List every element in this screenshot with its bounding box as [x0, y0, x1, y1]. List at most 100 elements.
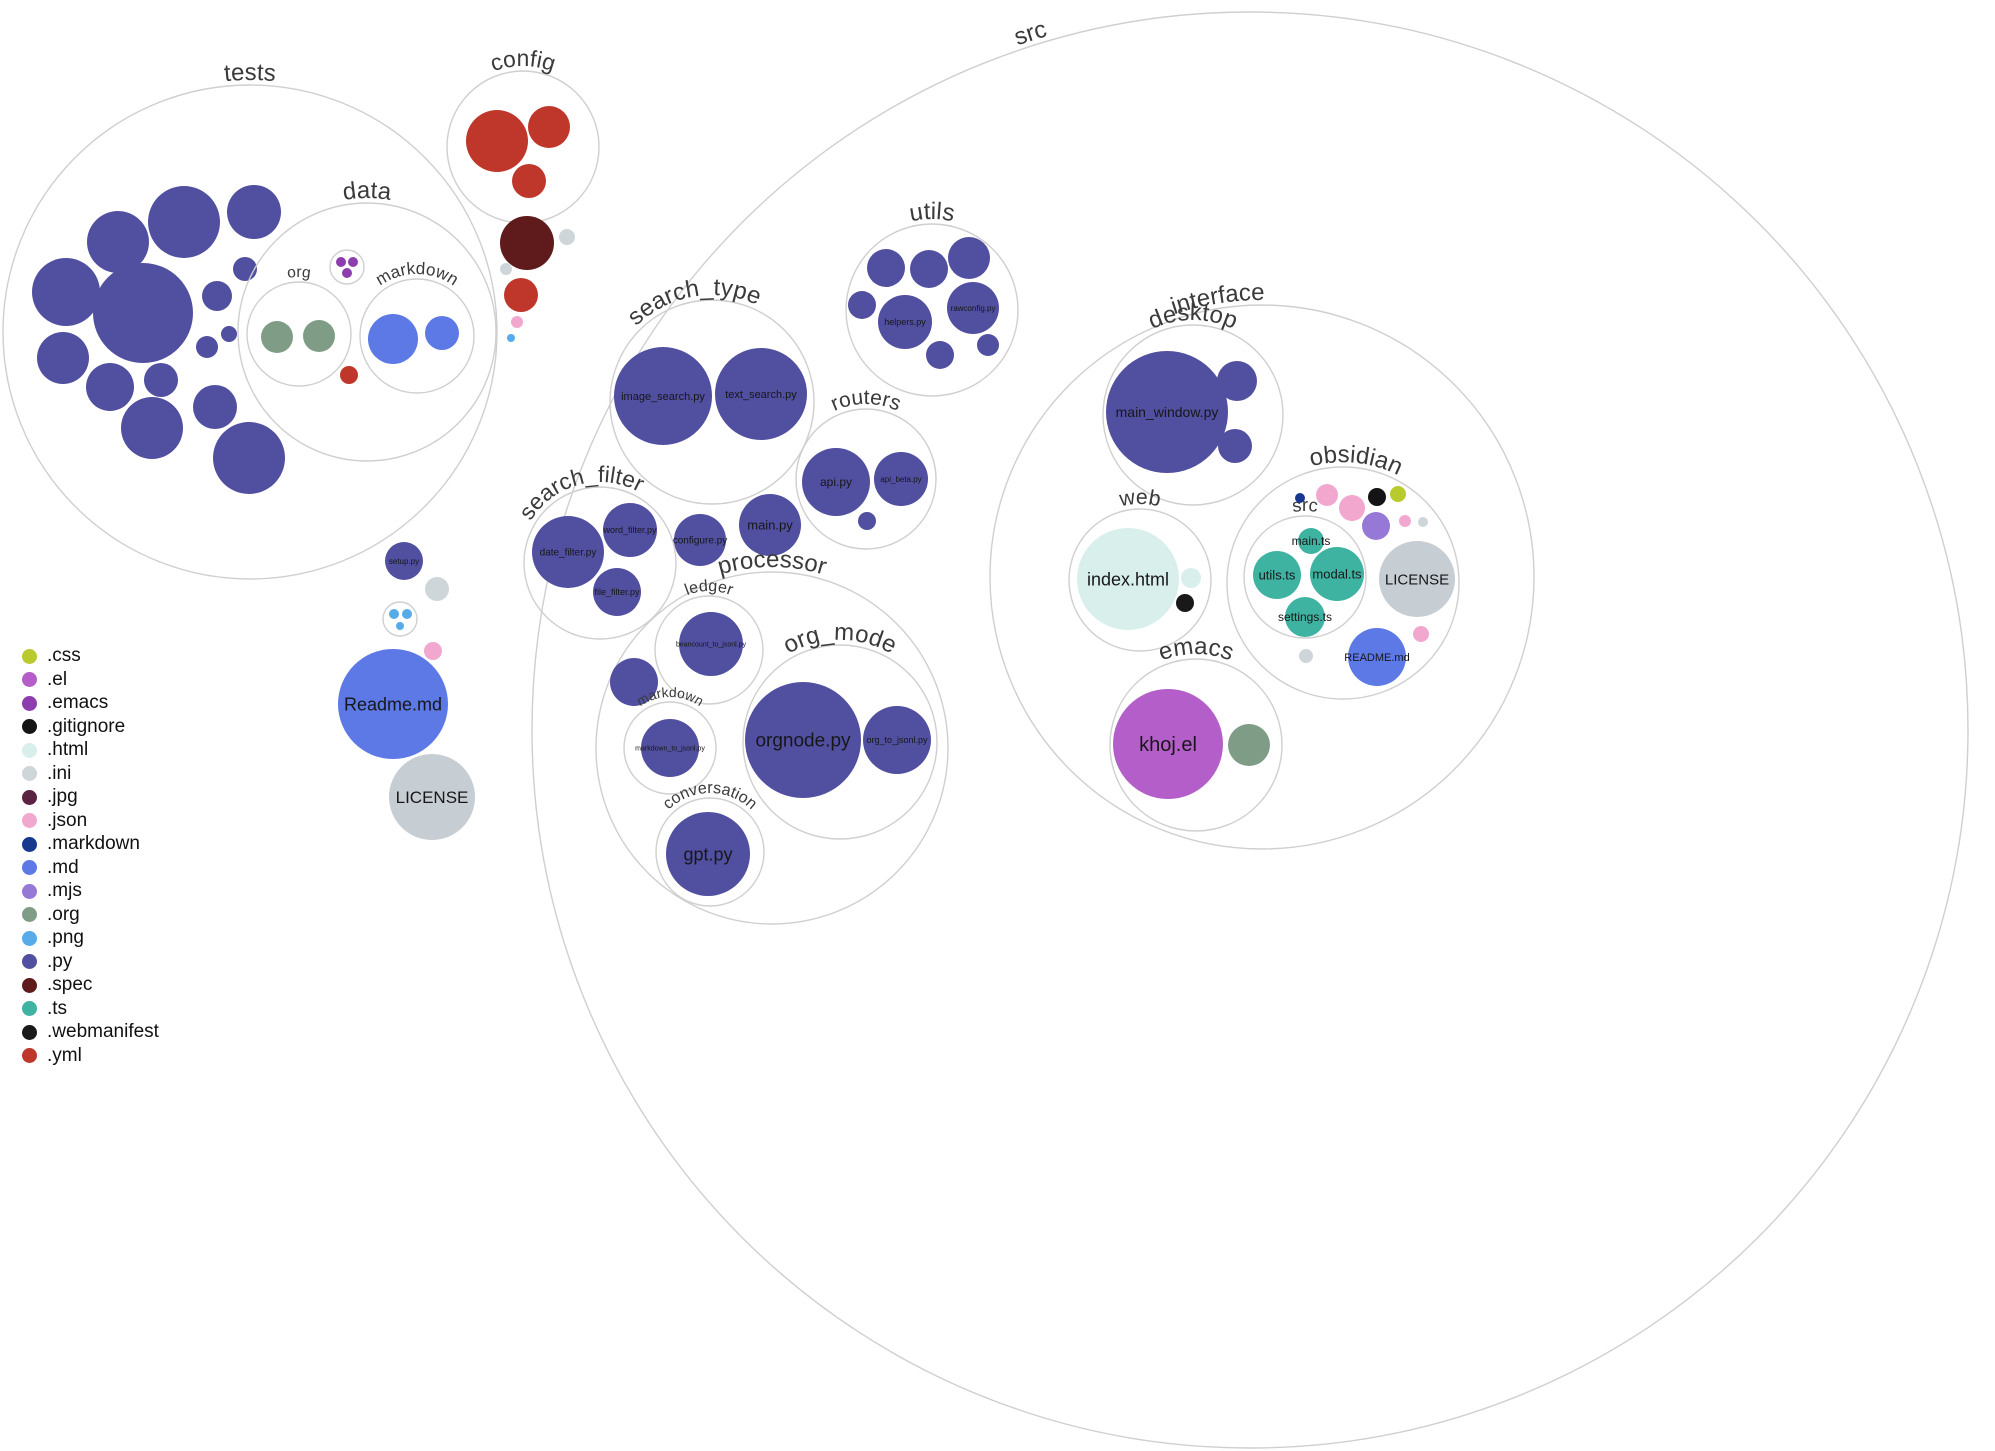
- file-circle-date_filter.py: [532, 516, 604, 588]
- dir-circle-data: [237, 202, 497, 462]
- file-label-LICENSE: LICENSE: [1385, 571, 1449, 588]
- dir-circle-web: [1068, 508, 1212, 652]
- file-dot-.yml: [512, 164, 546, 198]
- legend-item-gitignore: .gitignore: [22, 716, 159, 738]
- file-label-org_to_jsonl.py: org_to_jsonl.py: [866, 735, 928, 745]
- file-dot-.yml: [466, 110, 528, 172]
- legend-color-dot: [22, 672, 37, 688]
- file-dot-.py: [1217, 361, 1257, 401]
- file-dot-.ini: [559, 229, 575, 245]
- file-dot-.gitignore: [1368, 488, 1386, 506]
- file-dot-.py: [148, 186, 220, 258]
- file-circle-api.py: [802, 448, 870, 516]
- legend-item-markdown: .markdown: [22, 833, 159, 855]
- dir-circle-obsidian: [1226, 466, 1460, 700]
- file-dot-.py: [858, 512, 876, 530]
- file-dot-.org: [261, 321, 293, 353]
- file-dot-.org: [1228, 724, 1270, 766]
- legend-color-dot: [22, 719, 37, 735]
- dir-circle-routers: [795, 408, 937, 550]
- dir-circle-desktop: [1102, 324, 1284, 506]
- file-label-api.py: api.py: [820, 475, 852, 489]
- dir-circle-ledger: [654, 595, 764, 705]
- file-circle-configure.py: [674, 514, 726, 566]
- file-dot-.py: [32, 258, 100, 326]
- legend-color-dot: [22, 930, 37, 946]
- legend-label: .spec: [47, 974, 93, 996]
- file-label-markdown_to_jsonl.py: markdown_to_jsonl.py: [635, 745, 705, 752]
- dir-label-emacs: emacs: [1155, 633, 1237, 667]
- file-dot-.webmanifest: [1176, 594, 1194, 612]
- file-circle-main_window.py: [1106, 351, 1228, 473]
- file-dot-.py: [144, 363, 178, 397]
- dir-circle-org: [246, 281, 352, 387]
- file-dot-.py: [233, 257, 257, 281]
- file-dot-.py: [910, 250, 948, 288]
- legend-color-dot: [22, 836, 37, 852]
- file-label-configure.py: configure.py: [673, 536, 727, 547]
- legend-color-dot: [22, 695, 37, 711]
- file-extension-legend: .css.el.emacs.gitignore.html.ini.jpg.jso…: [22, 645, 159, 1066]
- file-circle-README.md: [1348, 628, 1406, 686]
- dir-circle-src: [1243, 515, 1367, 639]
- file-circle-org_to_jsonl.py: [863, 706, 931, 774]
- dir-circle-search_type: [609, 299, 815, 505]
- file-circle-main.ts: [1298, 528, 1324, 554]
- file-dot-.css: [1390, 486, 1406, 502]
- dir-circle-unnamed: [329, 249, 365, 285]
- dir-label-org_mode: org_mode: [779, 619, 901, 659]
- legend-color-dot: [22, 1048, 37, 1064]
- file-label-LICENSE: LICENSE: [396, 788, 469, 807]
- legend-label: .ts: [47, 997, 68, 1019]
- file-dot-.emacs: [336, 257, 346, 267]
- file-circle-index.html: [1077, 528, 1179, 630]
- file-label-text_search.py: text_search.py: [725, 389, 797, 401]
- legend-color-dot: [22, 813, 37, 829]
- legend-item-emacs: .emacs: [22, 692, 159, 714]
- file-dot-.md: [368, 314, 418, 364]
- legend-color-dot: [22, 648, 37, 664]
- file-label-word_filter.py: word_filter.py: [602, 525, 657, 535]
- file-dot-.py: [610, 658, 658, 706]
- file-circle-api_beta.py: [874, 452, 928, 506]
- file-circle-word_filter.py: [603, 503, 657, 557]
- file-label-image_search.py: image_search.py: [621, 391, 705, 403]
- file-circle-utils.ts: [1253, 551, 1301, 599]
- file-label-modal.ts: modal.ts: [1312, 567, 1362, 582]
- dir-label-web: web: [1117, 485, 1163, 511]
- legend-label: .md: [47, 856, 79, 878]
- file-circle-LICENSE: [389, 754, 475, 840]
- file-dot-.emacs: [342, 268, 352, 278]
- file-dot-.markdown: [1295, 493, 1305, 503]
- file-dot-.mjs: [1362, 512, 1390, 540]
- file-dot-.py: [93, 263, 193, 363]
- file-dot-.json: [1413, 626, 1429, 642]
- file-dot-.png: [402, 609, 412, 619]
- legend-color-dot: [22, 1001, 37, 1017]
- dir-label-org: org: [286, 264, 311, 282]
- file-label-khoj.el: khoj.el: [1139, 734, 1197, 756]
- legend-item-png: .png: [22, 927, 159, 949]
- file-label-gpt.py: gpt.py: [683, 844, 732, 864]
- file-dot-.json: [1339, 495, 1365, 521]
- file-dot-.py: [867, 249, 905, 287]
- file-dot-.py: [37, 332, 89, 384]
- legend-item-ini: .ini: [22, 763, 159, 785]
- legend-item-webmanifest: .webmanifest: [22, 1021, 159, 1043]
- dir-label-routers: routers: [827, 386, 904, 416]
- legend-label: .yml: [47, 1044, 82, 1066]
- legend-label: .markdown: [47, 833, 140, 855]
- file-label-Readme.md: Readme.md: [344, 694, 442, 714]
- dir-circle-org_mode: [742, 644, 938, 840]
- legend-label: .html: [47, 739, 89, 761]
- file-label-api_beta.py: api_beta.py: [880, 475, 921, 484]
- dir-circle-conversation: [655, 797, 765, 907]
- dir-circle-tests: [2, 84, 498, 580]
- file-dot-.py: [227, 185, 281, 239]
- file-circle-khoj.el: [1113, 689, 1223, 799]
- file-label-rawconfig.py: rawconfig.py: [951, 304, 996, 313]
- file-circle-text_search.py: [715, 348, 807, 440]
- file-dot-.json: [424, 642, 442, 660]
- legend-item-spec: .spec: [22, 974, 159, 996]
- legend-item-html: .html: [22, 739, 159, 761]
